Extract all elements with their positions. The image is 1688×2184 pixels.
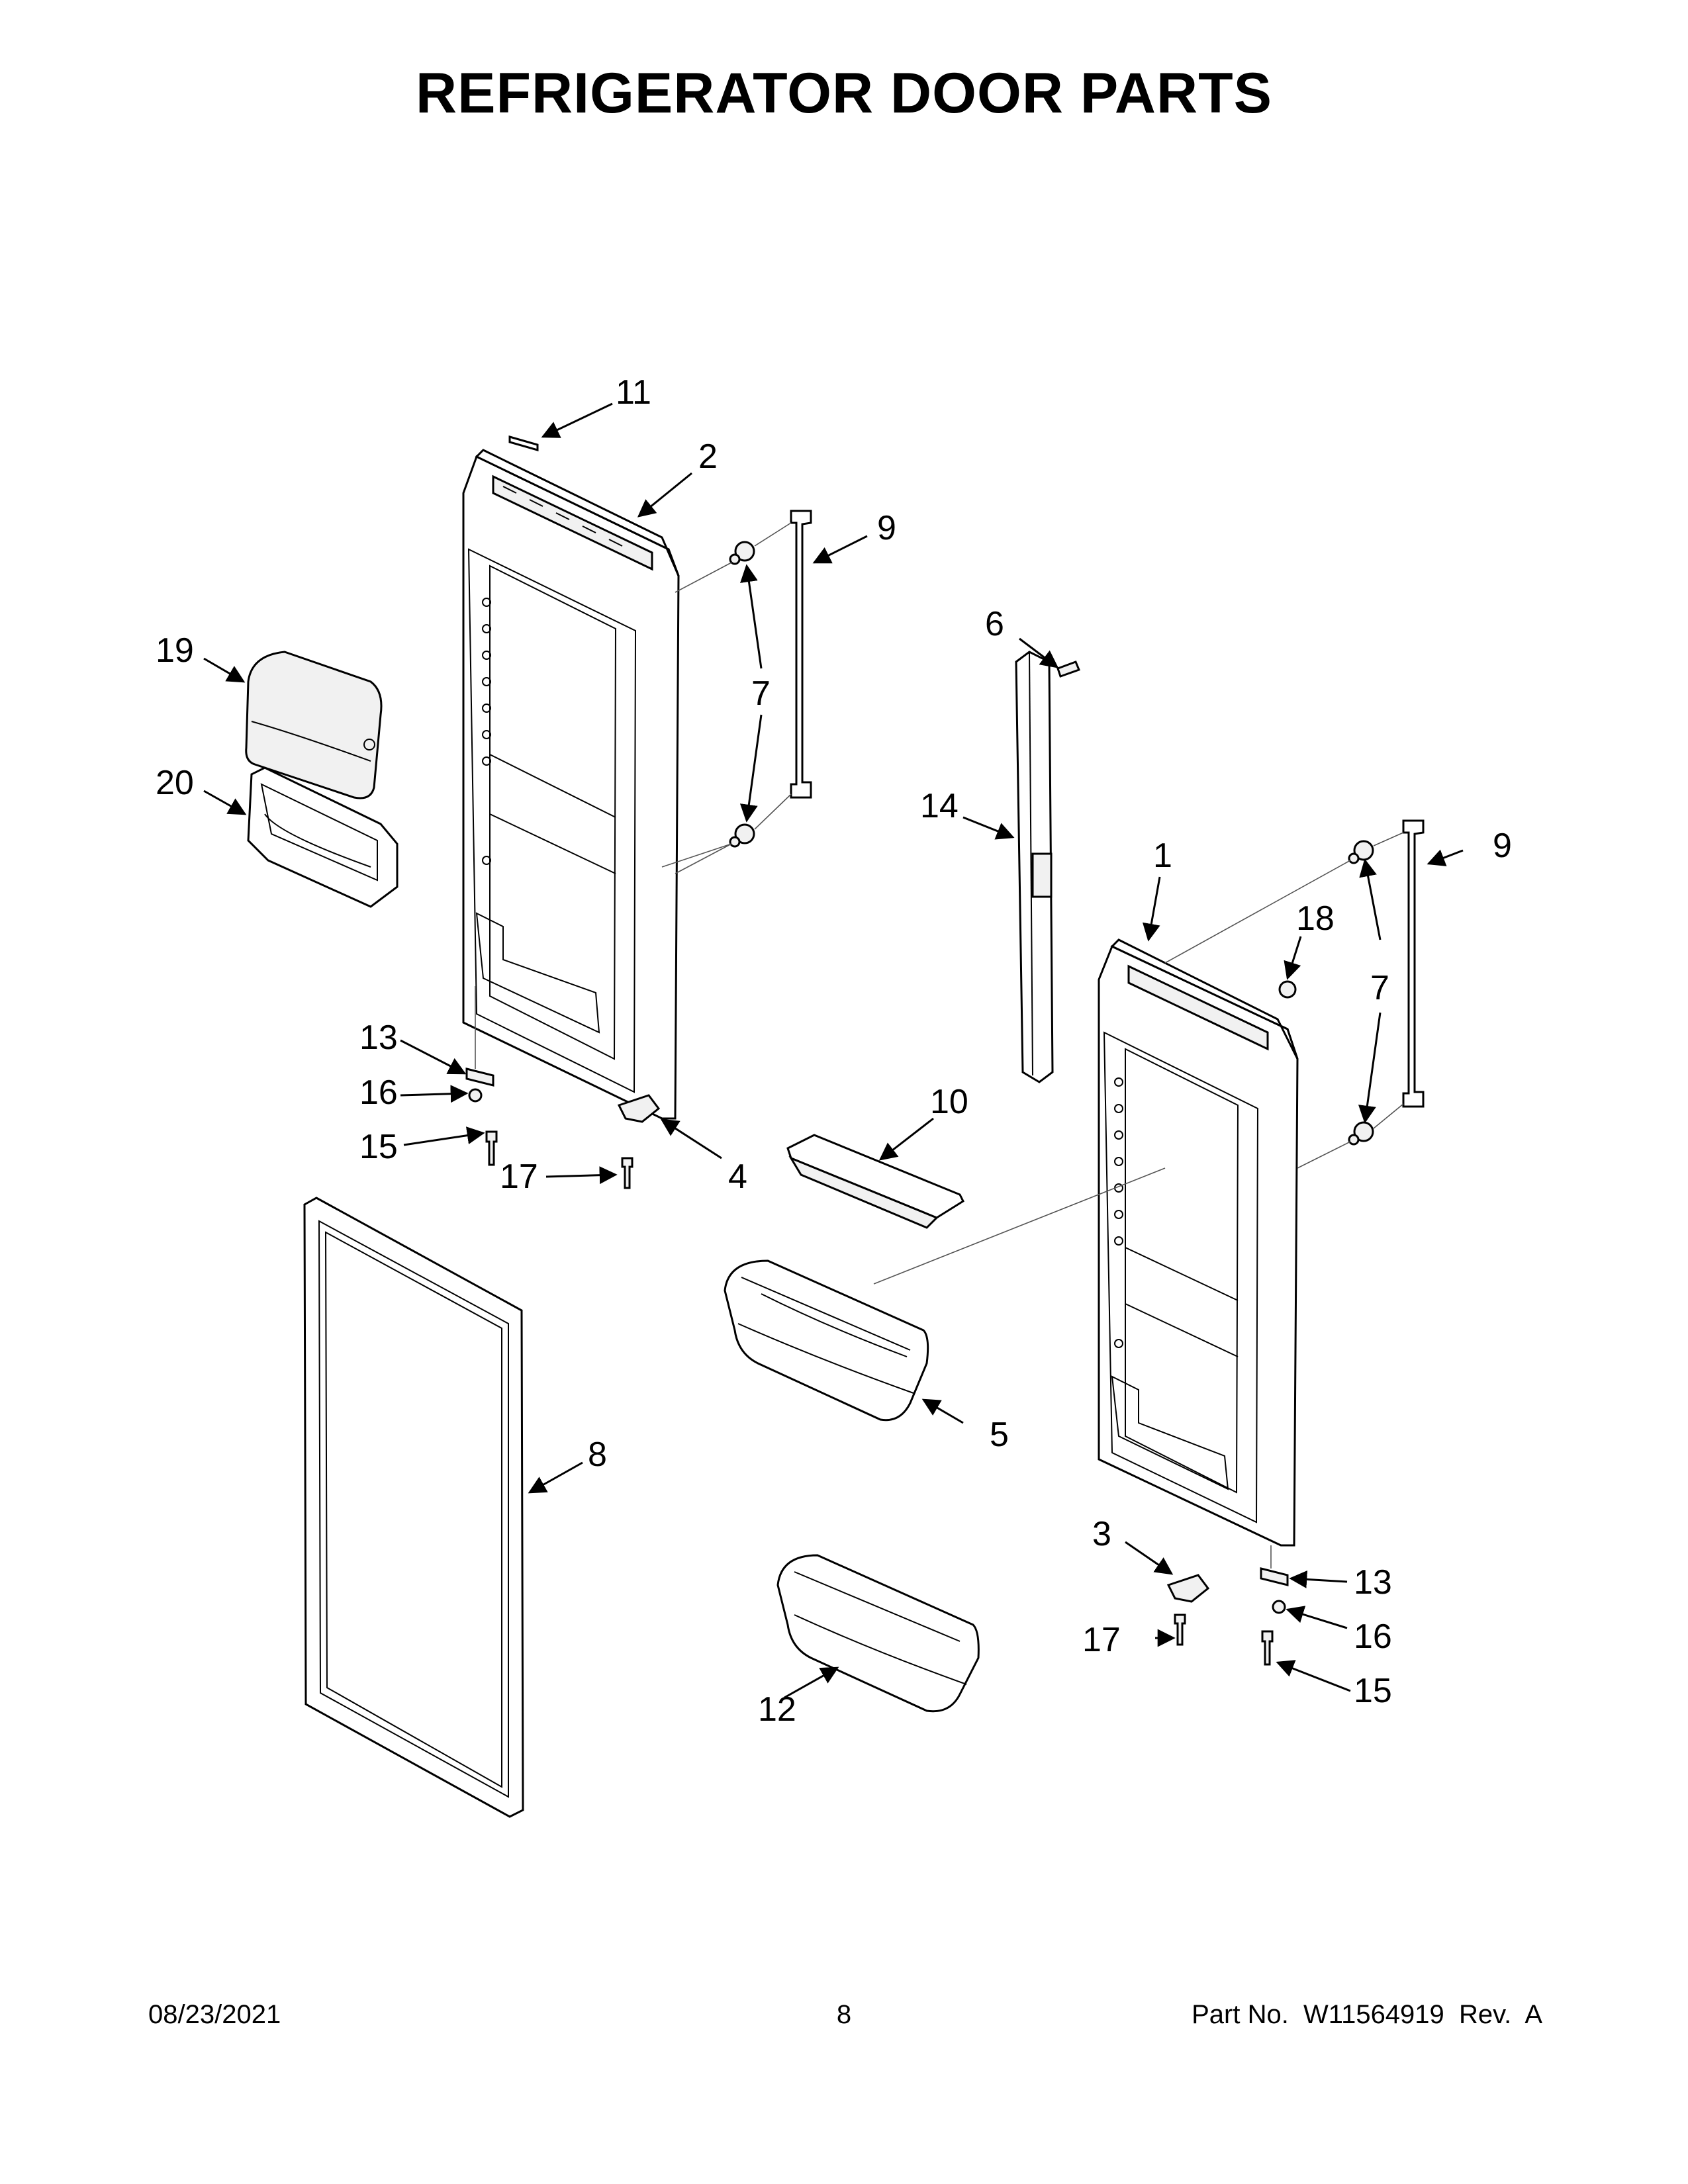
part-13-hinge-washer-right — [1260, 1567, 1289, 1586]
callout-13-left: 13 — [359, 1019, 398, 1057]
part-10-shelf-cover — [786, 1134, 964, 1229]
callout-10: 10 — [930, 1083, 968, 1121]
part-4-door-closer — [617, 1094, 661, 1123]
callout-12: 12 — [758, 1690, 796, 1729]
part-17-screw-right — [1174, 1614, 1186, 1646]
right-door-liner — [1098, 938, 1299, 1547]
part-18-plug — [1278, 980, 1297, 999]
callout-8: 8 — [588, 1435, 607, 1474]
callout-16-left: 16 — [359, 1073, 398, 1112]
footer-page-number: 8 — [836, 2000, 852, 2029]
callout-9-right: 9 — [1493, 827, 1512, 865]
part-19-bin-cover — [245, 651, 383, 799]
part-16-bushing-right — [1272, 1600, 1286, 1614]
callout-17-right: 17 — [1082, 1621, 1121, 1659]
part-7-hinge-caps-left — [729, 541, 755, 848]
part-16-bushing-left — [468, 1088, 483, 1103]
callout-3: 3 — [1092, 1515, 1111, 1553]
part-11-label — [508, 435, 539, 451]
part-9-handle-right — [1402, 819, 1425, 1108]
part-15-screw-left — [485, 1130, 498, 1166]
callout-15-left: 15 — [359, 1128, 398, 1166]
part-5-guide-line — [873, 1167, 1166, 1285]
part-3-door-closer — [1166, 1574, 1210, 1603]
part-14-mullion — [1015, 651, 1054, 1083]
callout-15-right: 15 — [1354, 1672, 1392, 1710]
right-door-shelf-studs — [1114, 1077, 1123, 1348]
callout-20: 20 — [156, 764, 194, 802]
callout-16-right: 16 — [1354, 1617, 1392, 1656]
page-title: REFRIGERATOR DOOR PARTS — [416, 62, 1272, 125]
part-7-hinge-caps-right — [1348, 840, 1374, 1146]
callout-9-left: 9 — [877, 509, 896, 547]
callout-1: 1 — [1153, 837, 1172, 875]
part-20-bin — [247, 766, 399, 908]
callout-7-right: 7 — [1370, 969, 1389, 1007]
callout-17-left: 17 — [500, 1158, 538, 1196]
leader-arrows — [203, 402, 1464, 1699]
part-6-screw — [1056, 660, 1080, 678]
footer-part-number: Part No. W11564919 Rev. A — [1192, 2000, 1542, 2029]
callout-2: 2 — [698, 437, 718, 476]
callout-7-left: 7 — [751, 674, 771, 713]
callout-4: 4 — [728, 1158, 747, 1196]
part-5-door-bin — [724, 1259, 929, 1422]
callout-14: 14 — [920, 787, 959, 825]
callout-11: 11 — [616, 373, 651, 412]
left-door-liner — [462, 449, 680, 1120]
part-8-door-gasket — [303, 1197, 524, 1818]
left-door-shelf-studs — [482, 598, 491, 865]
callout-labels: 11 2 9 19 7 6 20 14 1 9 18 7 13 16 15 10… — [156, 373, 1512, 1729]
callout-6: 6 — [985, 605, 1004, 643]
part-12-door-bin — [776, 1554, 980, 1713]
part-13-hinge-washer-left — [465, 1068, 494, 1087]
part-9-handle-left — [790, 510, 812, 799]
footer-date: 08/23/2021 — [148, 2000, 281, 2029]
part-17-screw-left — [621, 1157, 633, 1189]
callout-18: 18 — [1296, 899, 1335, 938]
callout-13-right: 13 — [1354, 1563, 1392, 1602]
part-15-screw-right — [1261, 1630, 1274, 1666]
callout-5: 5 — [990, 1416, 1009, 1454]
callout-19: 19 — [156, 631, 194, 670]
